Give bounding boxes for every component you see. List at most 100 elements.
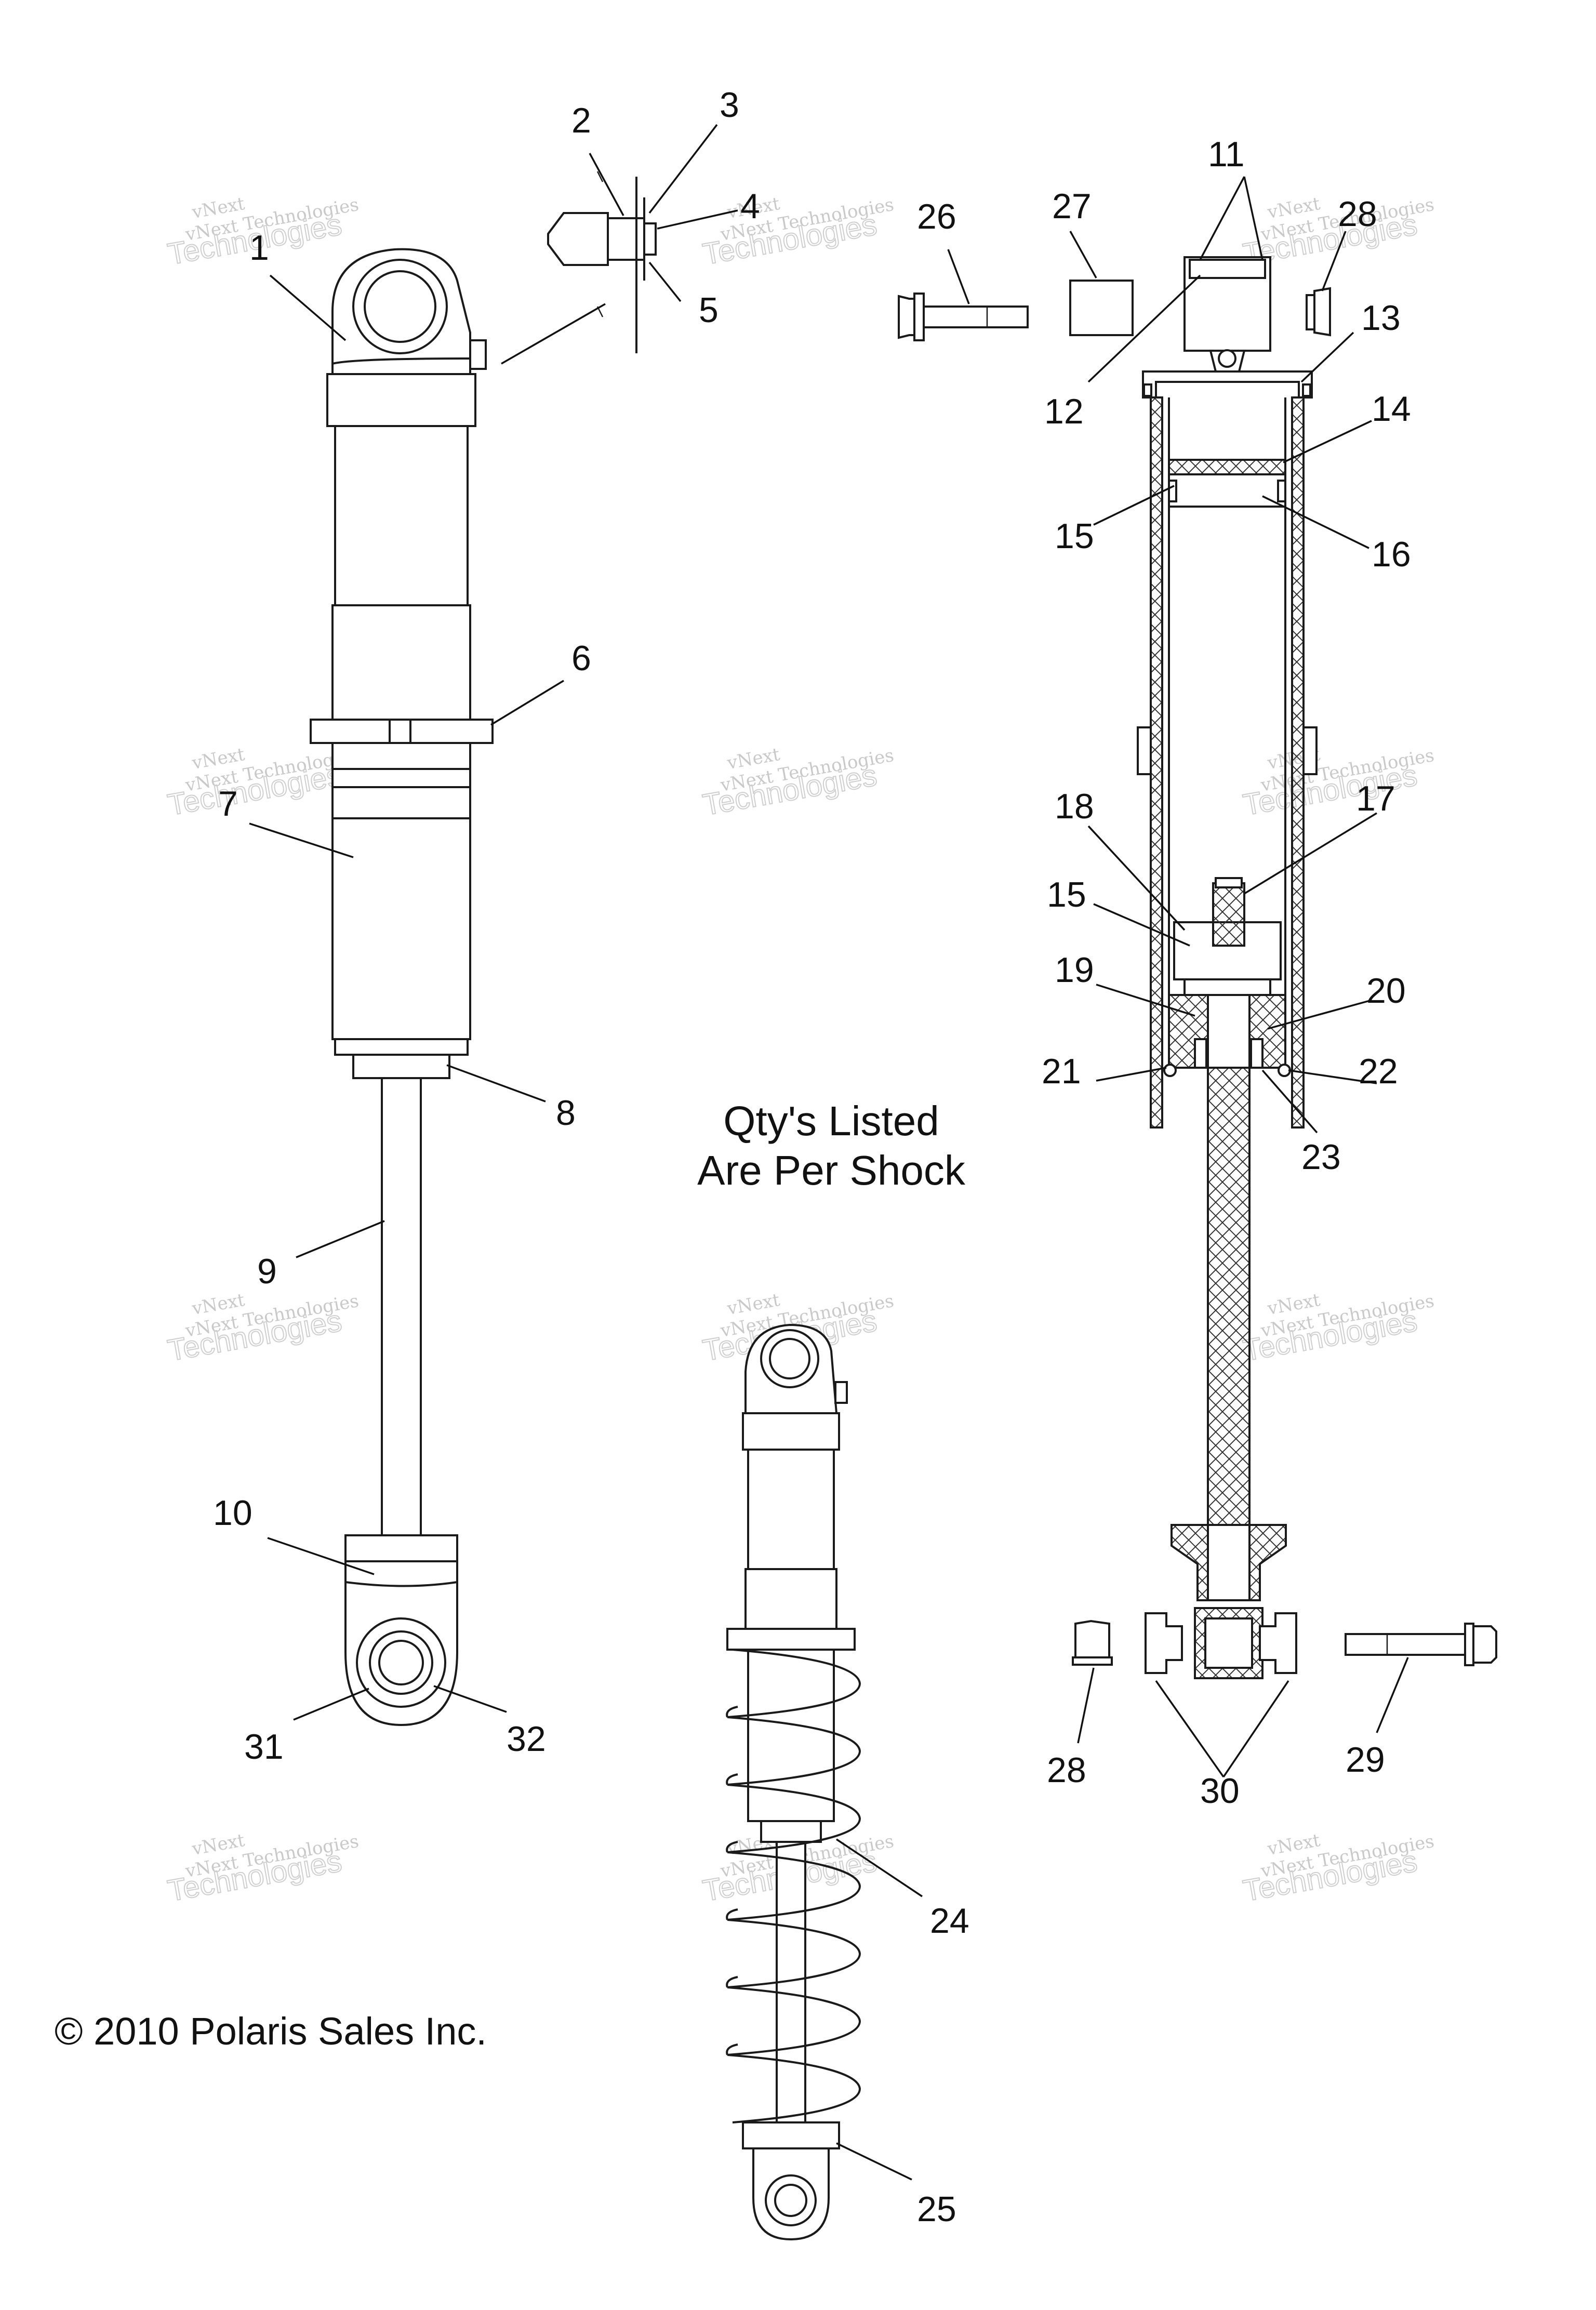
leader [1199,176,1245,260]
body-lower-tube [331,742,471,1040]
callout-29: 29 [1346,1740,1385,1780]
section-clip-right [1302,726,1318,775]
section-lower-shaft-end [1207,1524,1251,1601]
left-shock [310,248,494,1727]
callout-25: 25 [917,2189,956,2229]
schrader-valve [501,171,657,365]
leader [1321,231,1347,291]
center-shock [726,1323,861,2241]
body-upper-tube [334,425,469,606]
leader [1069,231,1097,278]
qty-note-line1: Qty's Listed [723,1098,939,1144]
spring-coil-back [726,2043,738,2055]
watermark: vNext vNext Technologies Technologies [1240,1830,1436,1908]
callout-22: 22 [1359,1052,1398,1091]
section-tube-wall-left [1150,396,1163,1129]
valve-dash [596,171,604,182]
section-seal-head-inner [1207,994,1251,1069]
callout-27: 27 [1052,187,1092,226]
leader [433,1685,507,1713]
copyright: © 2010 Polaris Sales Inc. [55,2010,487,2053]
callout-1: 1 [249,228,269,268]
callout-32: 32 [507,1719,546,1759]
spring-coil-back [726,1841,738,1853]
top-bolt-shank [923,306,1029,328]
section-shaft-nut [1212,882,1245,947]
top-nut [1313,287,1331,337]
right-section [1072,256,1497,1679]
section-tube-wall-right [1291,396,1305,1129]
leader [947,249,970,304]
callout-11: 11 [1208,135,1245,174]
callout-4: 4 [740,187,760,226]
leader [1093,903,1190,947]
leader [249,822,354,858]
spring-coil [727,1784,861,1853]
spring-coil-back [726,1976,738,1988]
shaft [381,1077,422,1536]
leader [1244,812,1377,895]
section-eyelet-bushing [1189,259,1266,279]
spring-coil [727,1919,861,1988]
callout-31: 31 [244,1727,284,1767]
watermark: vNext vNext Technologies Technologies [700,744,896,822]
section-seal-right [1250,1038,1264,1069]
section-piston-oring-left [1168,480,1177,502]
leader [269,274,347,341]
leader [1096,1067,1167,1082]
leader [293,1688,369,1721]
leader [648,261,682,302]
leader [648,124,718,214]
watermark: vNext vNext Technologies Technologies [700,193,896,272]
spring-coil-back [726,1773,738,1785]
callout-26: 26 [917,197,956,236]
center-bottom-bore [765,2174,817,2226]
spring-coil [727,1986,861,2056]
eyelet-screw [469,339,487,370]
leader [836,1838,923,1897]
center-spring-retainer [742,2121,840,2149]
bottom-nut-flange [1072,1656,1113,1666]
cap-band [326,373,476,427]
section-shaft-nut-top [1215,877,1243,888]
callout-15: 15 [1047,875,1086,914]
bottom-eyelet-flat [345,1560,458,1587]
leader [1283,420,1372,463]
leader [1243,176,1264,260]
leader-lines [249,124,1409,2181]
section-cap [1142,370,1313,399]
section-piston-oring-right [1277,480,1286,502]
top-spacer [1069,280,1134,336]
eyelet-bore-inner [364,270,436,343]
callout-20: 20 [1366,971,1406,1011]
watermark: vNext vNext Technologies Technologies [1240,744,1436,822]
callout-28: 28 [1338,194,1377,234]
leader [836,2142,912,2181]
body-threaded-tube [331,604,471,721]
leader [1222,1680,1289,1777]
callouts: 1 2 3 4 5 6 7 8 9 10 11 12 13 14 15 16 1… [213,85,1411,2229]
callout-12: 12 [1044,392,1084,431]
callout-21: 21 [1042,1052,1081,1091]
callout-7: 7 [218,784,238,824]
center-top-collar [726,1628,856,1651]
leader [1096,984,1195,1017]
callout-14: 14 [1372,389,1411,429]
section-cap-seal-left [1143,383,1152,397]
spring-coil [727,1649,861,1718]
section-valve-ball [1218,349,1236,368]
leader [1261,1069,1318,1134]
callout-16: 16 [1372,535,1411,574]
section-oring-right [1278,1064,1291,1077]
leader [589,153,624,216]
center-eyelet-inner [769,1338,810,1379]
eyelet-flat [331,357,471,374]
callout-9: 9 [257,1252,277,1291]
center-bottom-nut [760,1820,822,1843]
watermark: vNext vNext Technologies Technologies [165,1830,361,1908]
qty-note-line2: Are Per Shock [697,1147,966,1193]
valve-install-line [501,303,606,365]
section-bearing-core [1204,1617,1253,1669]
valve-seal [643,222,657,256]
section-oring-left [1163,1064,1177,1077]
